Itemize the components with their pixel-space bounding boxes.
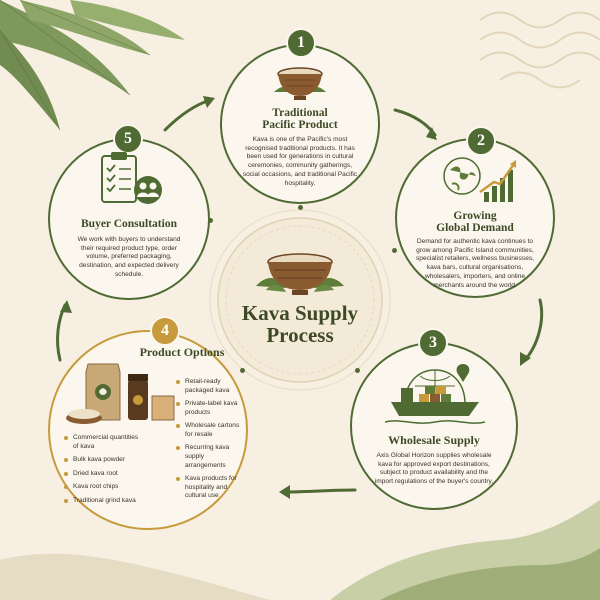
step-2-title-line2: Global Demand <box>436 222 514 235</box>
list-item: Kava products for hospitality and cultur… <box>176 475 240 501</box>
product-options-left-list: Commercial quantities of kava Bulk kava … <box>64 434 144 510</box>
product-options-right-list: Retail-ready packaged kava Private-label… <box>176 378 240 506</box>
users-icon <box>134 176 162 204</box>
step-1-badge: 1 <box>286 28 316 58</box>
center-title-line1: Kava Supply <box>241 301 359 325</box>
step-5-title: Buyer Consultation <box>62 218 196 230</box>
list-item: Kava root chips <box>64 483 144 492</box>
step-2-badge: 2 <box>466 126 496 156</box>
center-title-line2: Process <box>266 323 334 348</box>
list-item: Traditional grind kava <box>64 497 144 506</box>
step-2-circle <box>395 138 555 298</box>
step-5-badge: 5 <box>113 124 143 154</box>
step-5-body: We work with buyers to understand their … <box>77 236 181 278</box>
step-2-body: Demand for authentic kava continues to g… <box>415 238 534 289</box>
connector-dot <box>355 368 360 373</box>
center-title: Kava Supply Process <box>200 302 400 346</box>
step-2-title: Growing Global Demand <box>415 210 535 234</box>
step-3-title-line1: Wholesale Supply <box>388 433 480 447</box>
step-4-title: Product Options <box>132 346 232 359</box>
list-item: Dried kava root <box>64 470 144 479</box>
step-1-title-line1: Traditional <box>272 107 328 119</box>
list-item: Retail-ready packaged kava <box>176 378 240 395</box>
connector-dot <box>208 218 213 223</box>
kava-bowl-icon <box>256 253 344 295</box>
clipboard-icon <box>101 152 162 204</box>
step-3-badge: 3 <box>418 328 448 358</box>
kava-bowl-icon <box>274 67 326 100</box>
kava-package-icon <box>66 363 175 424</box>
step-1-body: Kava is one of the Pacific's most recogn… <box>242 136 358 187</box>
step-3-body: Axis Global Horizon supplies wholesale k… <box>374 452 494 486</box>
globe-growth-icon <box>443 157 516 202</box>
step-3-title: Wholesale Supply <box>375 434 493 447</box>
step-1-title: Traditional Pacific Product <box>240 107 360 131</box>
list-item: Commercial quantities of kava <box>64 434 144 451</box>
connector-dot <box>240 368 245 373</box>
step-4-circle <box>48 330 248 530</box>
connector-dot <box>298 205 303 210</box>
step-5-title-line1: Buyer Consultation <box>81 218 177 230</box>
list-item: Bulk kava powder <box>64 456 144 465</box>
list-item: Private-label kava products <box>176 400 240 417</box>
list-item: Wholesale cartons for resale <box>176 422 240 439</box>
step-4-title-line1: Product Options <box>139 345 225 359</box>
step-4-badge: 4 <box>150 316 180 346</box>
connector-dot <box>392 248 397 253</box>
cargo-ship-icon <box>385 364 485 424</box>
step-1-title-line2: Pacific Product <box>262 119 338 132</box>
palm-leaf-icon <box>0 0 185 130</box>
step-2-title-line1: Growing <box>453 210 497 222</box>
list-item: Recurring kava supply arrangements <box>176 444 240 470</box>
